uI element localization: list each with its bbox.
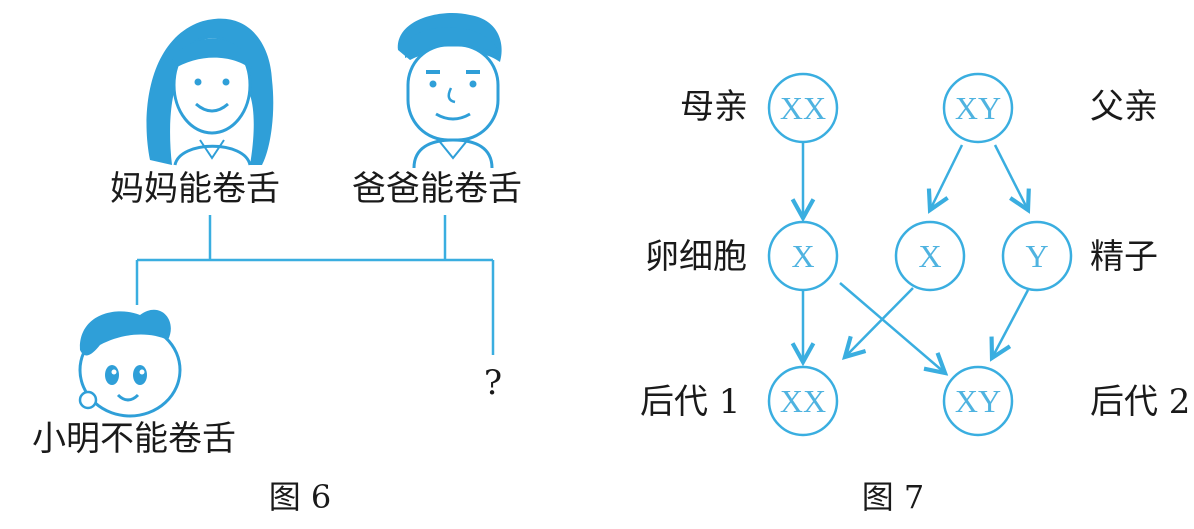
dad-label: 爸爸能卷舌 — [352, 169, 522, 209]
mom-illustration — [146, 18, 274, 166]
father-label: 父亲 — [1090, 87, 1158, 127]
figure-6: 妈妈能卷舌 爸爸能卷舌 ? 小明不能卷舌 图 6 — [32, 13, 522, 516]
node-sperm-x-text: X — [918, 238, 941, 274]
node-mother-text: XX — [780, 90, 826, 126]
son-illustration — [78, 309, 182, 418]
son-label: 小明不能卷舌 — [32, 419, 236, 459]
node-mother: XX — [767, 72, 839, 144]
node-sperm-y-text: Y — [1025, 238, 1048, 274]
figure-7: 母亲 父亲 卵细胞 精子 后代 1 后代 2 XX XY X — [640, 72, 1190, 516]
node-offspring-2: XY — [942, 365, 1014, 437]
node-sperm-y: Y — [1001, 220, 1073, 292]
offspring-1-label: 后代 1 — [640, 382, 740, 422]
node-sperm-x: X — [894, 220, 966, 292]
node-father: XY — [942, 72, 1014, 144]
node-father-text: XY — [955, 90, 1001, 126]
figure-6-caption: 图 6 — [269, 478, 332, 516]
offspring-2-label: 后代 2 — [1090, 382, 1190, 422]
pedigree-lines — [135, 215, 495, 355]
node-offspring-1-text: XX — [780, 383, 826, 419]
node-offspring-1: XX — [767, 365, 839, 437]
sperm-label: 精子 — [1090, 237, 1158, 277]
figure-7-caption: 图 7 — [862, 478, 925, 516]
dad-illustration — [397, 13, 502, 169]
node-offspring-2-text: XY — [955, 383, 1001, 419]
egg-cell-label: 卵细胞 — [645, 237, 747, 277]
node-egg: X — [767, 220, 839, 292]
unknown-child-label: ? — [484, 363, 502, 403]
mom-label: 妈妈能卷舌 — [110, 169, 280, 209]
mother-label: 母亲 — [680, 87, 748, 127]
node-egg-text: X — [791, 238, 814, 274]
inheritance-arrows — [803, 142, 1028, 373]
